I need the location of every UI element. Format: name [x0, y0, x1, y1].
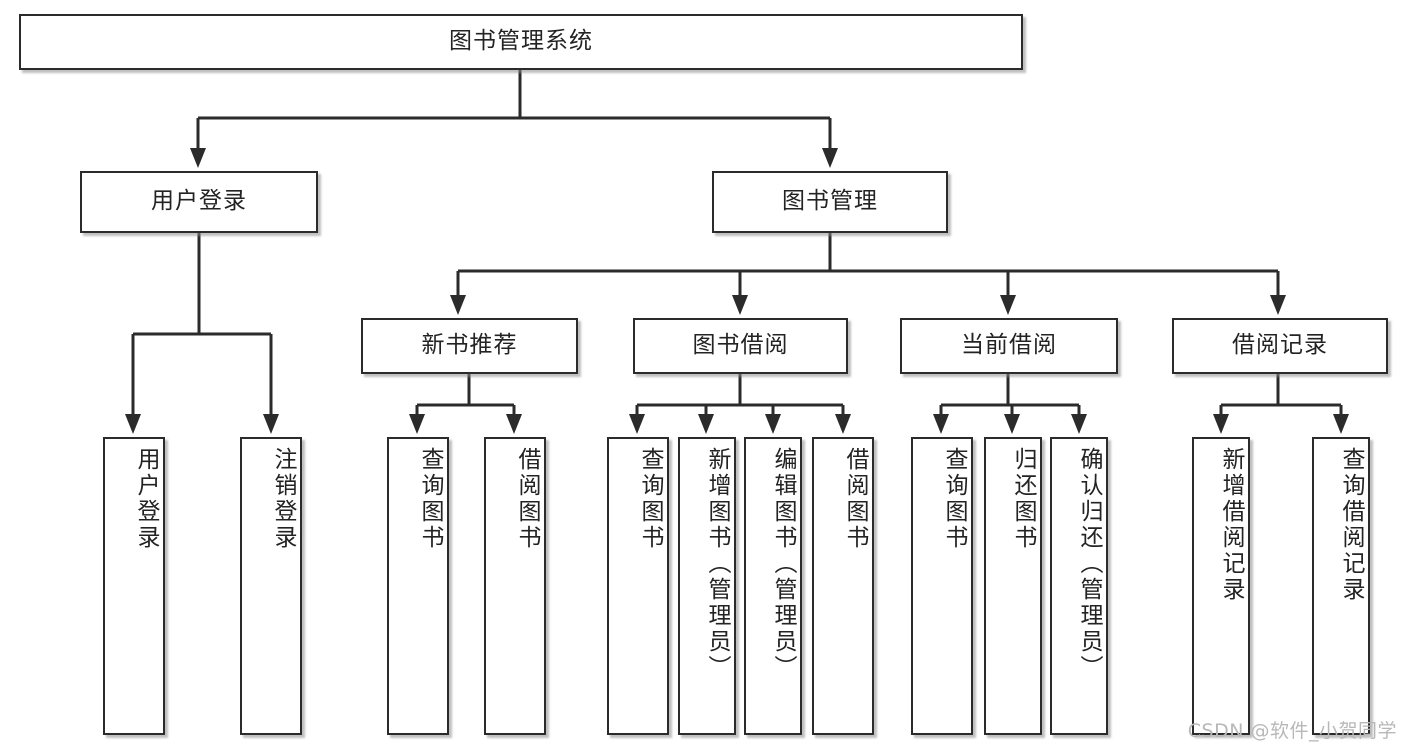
user-login-arrowhead-0 [125, 414, 141, 434]
level2-node-0-label: 新书推荐 [421, 332, 518, 359]
root-node[interactable]: 图书管理系统 [19, 14, 1023, 70]
leaf-node-5[interactable]: 新增图书（管理员） [678, 437, 736, 735]
leaf-node-4-label: 查询图书 [637, 447, 663, 551]
current-borrow-arrowhead-1 [1004, 414, 1020, 434]
root-node-label: 图书管理系统 [449, 28, 593, 55]
level1-node-0-label: 用户登录 [151, 188, 247, 215]
level2-node-2-label: 当前借阅 [961, 332, 1057, 359]
current-borrow-arrowhead-2 [1071, 414, 1087, 434]
root-arrowhead-1 [822, 148, 838, 168]
leaf-node-9-label: 归还图书 [1010, 447, 1036, 551]
level2-node-1[interactable]: 图书借阅 [633, 318, 848, 374]
level2-node-1-label: 图书借阅 [692, 332, 789, 359]
leaf-node-2-label: 查询图书 [417, 447, 443, 551]
leaf-node-11-label: 新增借阅记录 [1218, 447, 1244, 603]
leaf-node-1-label: 注销登录 [270, 447, 296, 551]
book-borrow-arrowhead-1 [698, 414, 714, 434]
level2-node-3[interactable]: 借阅记录 [1172, 318, 1388, 374]
leaf-node-3-label: 借阅图书 [514, 447, 540, 551]
leaf-node-2[interactable]: 查询图书 [387, 437, 449, 735]
leaf-node-10[interactable]: 确认归还（管理员） [1050, 437, 1108, 735]
leaf-node-12-label: 查询借阅记录 [1338, 447, 1364, 603]
level2-node-0[interactable]: 新书推荐 [361, 318, 578, 374]
book-manage-arrowhead-1 [732, 295, 748, 315]
leaf-node-7-label: 借阅图书 [842, 447, 868, 551]
leaf-node-0-label: 用户登录 [133, 447, 159, 551]
root-arrowhead-0 [190, 148, 206, 168]
leaf-node-3[interactable]: 借阅图书 [484, 437, 546, 735]
book-borrow-arrowhead-3 [835, 414, 851, 434]
current-borrow-arrowhead-0 [933, 414, 949, 434]
leaf-node-10-label: 确认归还（管理员） [1076, 447, 1102, 681]
leaf-node-0[interactable]: 用户登录 [103, 437, 165, 735]
level2-node-3-label: 借阅记录 [1232, 332, 1328, 359]
leaf-node-11[interactable]: 新增借阅记录 [1192, 437, 1250, 735]
leaf-node-4[interactable]: 查询图书 [607, 437, 669, 735]
book-borrow-arrowhead-0 [629, 414, 645, 434]
watermark-text: CSDN @软件_小贺同学 [1187, 720, 1397, 742]
leaf-node-6-label: 编辑图书（管理员） [770, 447, 796, 681]
leaf-node-8[interactable]: 查询图书 [911, 437, 973, 735]
leaf-node-8-label: 查询图书 [941, 447, 967, 551]
borrow-record-arrowhead-1 [1333, 414, 1349, 434]
book-borrow-arrowhead-2 [765, 414, 781, 434]
book-manage-arrowhead-2 [1000, 295, 1016, 315]
level1-node-0[interactable]: 用户登录 [80, 171, 318, 233]
leaf-node-5-label: 新增图书（管理员） [704, 447, 730, 681]
leaf-node-9[interactable]: 归还图书 [984, 437, 1042, 735]
leaf-node-12[interactable]: 查询借阅记录 [1312, 437, 1370, 735]
new-book-rec-arrowhead-0 [409, 414, 425, 434]
new-book-rec-arrowhead-1 [506, 414, 522, 434]
level1-node-1[interactable]: 图书管理 [712, 171, 948, 233]
book-manage-arrowhead-3 [1270, 295, 1286, 315]
book-manage-arrowhead-0 [450, 295, 466, 315]
user-login-arrowhead-1 [263, 414, 279, 434]
level1-node-1-label: 图书管理 [782, 188, 878, 215]
leaf-node-6[interactable]: 编辑图书（管理员） [744, 437, 802, 735]
level2-node-2[interactable]: 当前借阅 [900, 318, 1118, 374]
borrow-record-arrowhead-0 [1213, 414, 1229, 434]
leaf-node-1[interactable]: 注销登录 [240, 437, 302, 735]
leaf-node-7[interactable]: 借阅图书 [812, 437, 874, 735]
